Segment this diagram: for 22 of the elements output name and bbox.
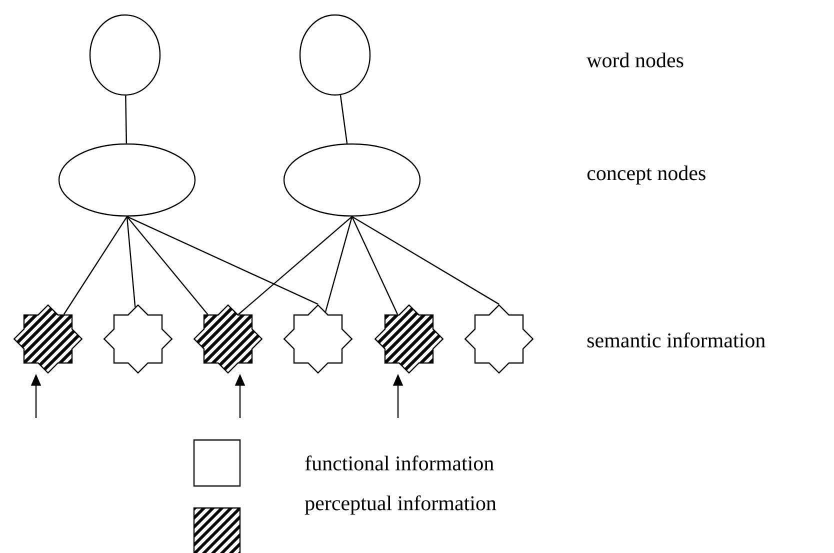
level-label: concept nodes: [587, 165, 706, 184]
legend-label: perceptual information: [304, 495, 496, 515]
connector-line: [63, 216, 128, 315]
star-shape: [103, 304, 173, 374]
ellipse-node: [283, 143, 421, 217]
connector-line: [238, 216, 352, 315]
ellipse-node: [299, 14, 371, 96]
connector-line: [125, 96, 128, 144]
ellipse-node: [58, 143, 196, 217]
connector-line: [352, 216, 500, 305]
connector-line: [351, 216, 398, 315]
connector-line: [340, 95, 348, 144]
legend-label: functional information: [305, 455, 494, 470]
connector-line: [126, 216, 208, 315]
level-label: word nodes: [586, 52, 684, 68]
connector-line: [126, 216, 136, 308]
star-shape: [283, 304, 353, 374]
connector-line: [126, 216, 318, 305]
star-shape: [464, 304, 534, 374]
connector-line: [325, 216, 353, 312]
ellipse-node: [89, 14, 161, 96]
level-label: semantic information: [587, 332, 766, 348]
